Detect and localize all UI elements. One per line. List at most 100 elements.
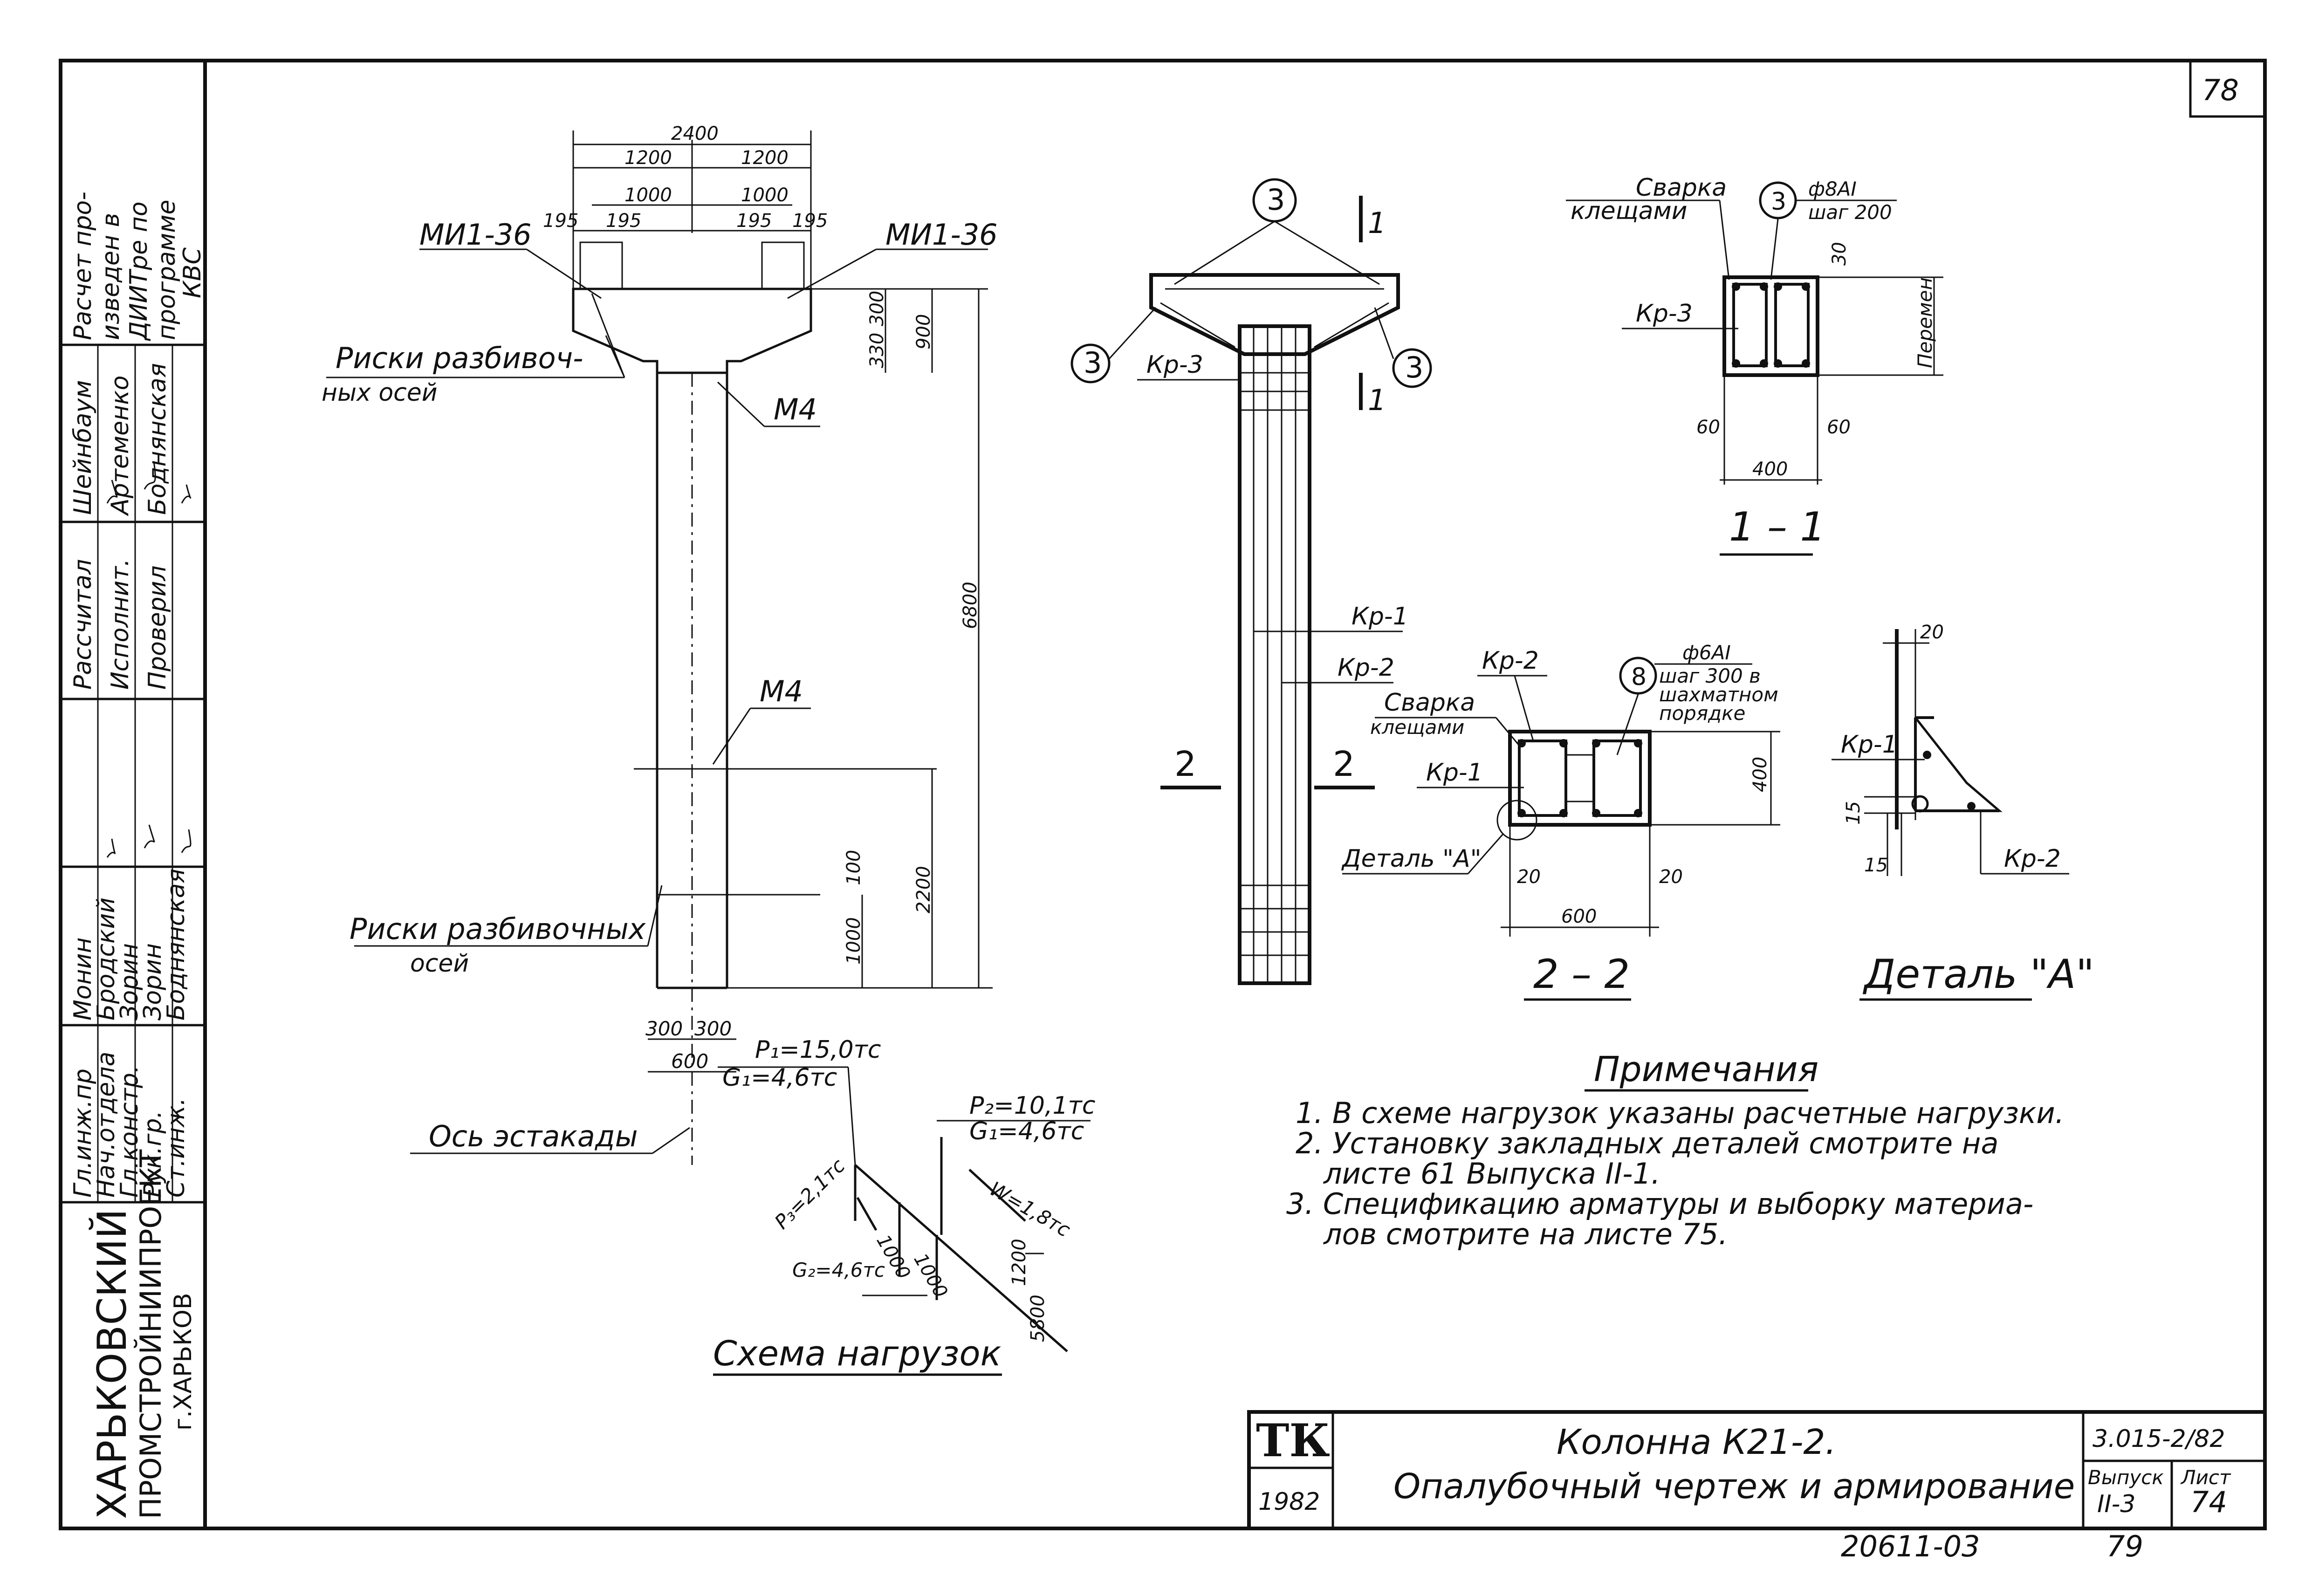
rebar-shaft [1238, 324, 1311, 985]
detail-a-dim-15-a: 15 [1843, 801, 1864, 825]
rebar-elevation: 3 3 3 Кр-3 1 1 Кр-1 Кр-2 2 2 [1070, 178, 1432, 985]
stamp-role-1: Рассчитал [69, 559, 97, 690]
stamp-note-2: изведен в [97, 213, 125, 340]
column-formwork-view: 2400 1200 1200 1000 1000 195 195 195 195… [322, 123, 998, 1165]
s11-variable: Перемен [1914, 277, 1936, 368]
section-2-2: Кр-2 8 ф6АI шаг 300 в шахматном порядке … [1341, 641, 1780, 1001]
dim-300-bottom-right: 300 [694, 1017, 732, 1040]
detail-a-dim-15-b: 15 [1864, 855, 1888, 876]
title-line-1: Колонна К21-2. [1557, 1422, 1836, 1462]
stamp-posname-4: Зорин [139, 943, 167, 1021]
load-dim-5800: 5800 [1027, 1295, 1049, 1342]
title-sheet-label: Лист [2180, 1466, 2231, 1489]
stamp-name-3: Боднянская [144, 363, 172, 515]
s11-step: шаг 200 [1808, 201, 1892, 224]
column-head-outline [572, 288, 812, 374]
org-line-1: ХАРЬКОВСКИЙ [89, 1209, 136, 1519]
section-2-2-outline [1508, 730, 1652, 827]
notes-line-2: 2. Установку закладных деталей смотрите … [1296, 1126, 1998, 1160]
title-line-2: Опалубочный чертеж и армирование [1393, 1466, 2075, 1507]
stamp-position-3: Гл.констр. [116, 1065, 144, 1198]
notes-title: Примечания [1594, 1049, 1818, 1089]
page-number-box [2189, 59, 2266, 118]
s11-bar: ф8АI [1808, 178, 1857, 200]
dim-1000: 1000 [843, 917, 864, 965]
s22-weld-2: клещами [1370, 716, 1464, 739]
marker-3-right [1392, 348, 1432, 388]
s22-detail-circle [1496, 800, 1537, 841]
cut-2-left: 2 [1174, 744, 1196, 784]
dim-600-bottom: 600 [671, 1050, 708, 1073]
dim-100: 100 [843, 850, 864, 885]
stamp-note-3: ДИИТре по [125, 201, 153, 341]
stamp-note-5: КВС [178, 247, 206, 298]
load-dim-1000-b: 1000 [909, 1250, 952, 1301]
dim-1200-left: 1200 [624, 147, 672, 169]
marker-3-left [1070, 343, 1111, 384]
s22-step-1: шаг 300 в [1659, 664, 1761, 687]
s22-kr1: Кр-1 [1426, 759, 1483, 787]
dim-1200-right: 1200 [741, 147, 789, 169]
notes-line-1: 1. В схеме нагрузок указаны расчетные на… [1296, 1096, 2064, 1130]
outer-frame [59, 59, 2267, 1530]
detail-a-kr2: Кр-2 [2004, 845, 2061, 873]
dim-300-bottom-left: 300 [645, 1017, 683, 1040]
dim-195-c: 195 [736, 210, 772, 232]
cut-1-top: 1 [1368, 206, 1386, 240]
dim-2400: 2400 [671, 123, 719, 144]
load-p3: P₃=2,1тс [770, 1154, 849, 1233]
dim-300: 300 [866, 291, 888, 326]
stamp-position-5: Ст.инж. [162, 1098, 190, 1198]
label-embed-left: МИ1-36 [419, 218, 532, 252]
signatures [106, 461, 192, 858]
label-axis-marks-top-1: Риски разбивоч- [336, 341, 583, 375]
dim-1000-left: 1000 [624, 185, 672, 206]
stamp-position-4: Рук.гр. [139, 1110, 167, 1198]
footer-num: 79 [2106, 1529, 2143, 1563]
stamp-posname-1: Монин [69, 938, 97, 1021]
s22-marker [1619, 657, 1657, 695]
s11-marker-label: 3 [1771, 188, 1786, 216]
load-p1: P₁=15,0тс [755, 1036, 881, 1064]
notes-line-5: лов смотрите на листе 75. [1323, 1217, 1728, 1251]
marker-3-top-label: 3 [1267, 183, 1285, 217]
load-w: W=1,8тс [986, 1177, 1074, 1241]
label-embed-right: МИ1-36 [885, 218, 998, 252]
s22-dim-400: 400 [1749, 757, 1771, 792]
s11-weld-2: клещами [1571, 197, 1688, 225]
s11-weld-1: Сварка [1636, 174, 1727, 202]
detail-a-title: Деталь "А" [1862, 951, 2094, 998]
title-series: 3.015-2/82 [2092, 1425, 2225, 1453]
rebar-head-outline [1149, 273, 1400, 356]
detail-a: 20 Кр-1 15 15 Кр-2 Деталь "А" [1832, 622, 2094, 1001]
label-kr2: Кр-2 [1338, 654, 1394, 682]
org-line-2: ПРОМСТРОЙНИИПРОЕКТ [134, 1149, 168, 1519]
stamp-name-2: Артеменко [106, 376, 134, 516]
dim-330: 330 [866, 333, 888, 368]
marker-3-right-label: 3 [1405, 350, 1423, 384]
page-number: 78 [2202, 73, 2239, 107]
dim-900: 900 [913, 314, 934, 349]
title-block-logo: ТК [1256, 1414, 1330, 1467]
stamp-note-4: программе [153, 200, 181, 340]
s11-dim-400: 400 [1752, 459, 1788, 480]
load-dim-1200: 1200 [1008, 1239, 1030, 1286]
s11-dim-60-right: 60 [1827, 417, 1851, 438]
title-block-year: 1982 [1258, 1488, 1320, 1516]
stamp-position-1: Гл.инж.пр [69, 1069, 97, 1198]
s22-kr2: Кр-2 [1482, 647, 1539, 675]
label-m4-mid: М4 [760, 674, 803, 708]
s11-dim-30: 30 [1829, 242, 1850, 266]
notes: Примечания 1. В схеме нагрузок указаны р… [1286, 1049, 2064, 1251]
s22-dim-20-left: 20 [1517, 866, 1541, 888]
load-g2: G₂=4,6тс [792, 1259, 885, 1281]
load-scheme-title: Схема нагрузок [713, 1334, 1002, 1374]
title-issue-label: Выпуск [2088, 1466, 2164, 1489]
stamp-posname-3: Зорин [116, 943, 144, 1021]
load-g1-b: G₁=4,6тс [969, 1117, 1084, 1145]
stamp-posname-5: Боднянская [162, 869, 190, 1021]
s22-step-2: шахматном [1659, 683, 1778, 706]
embedded-plate-left [579, 241, 623, 290]
load-p2: P₂=10,1тс [969, 1092, 1095, 1120]
title-block: ТК 1982 Колонна К21-2. Опалубочный черте… [1247, 1410, 2267, 1530]
